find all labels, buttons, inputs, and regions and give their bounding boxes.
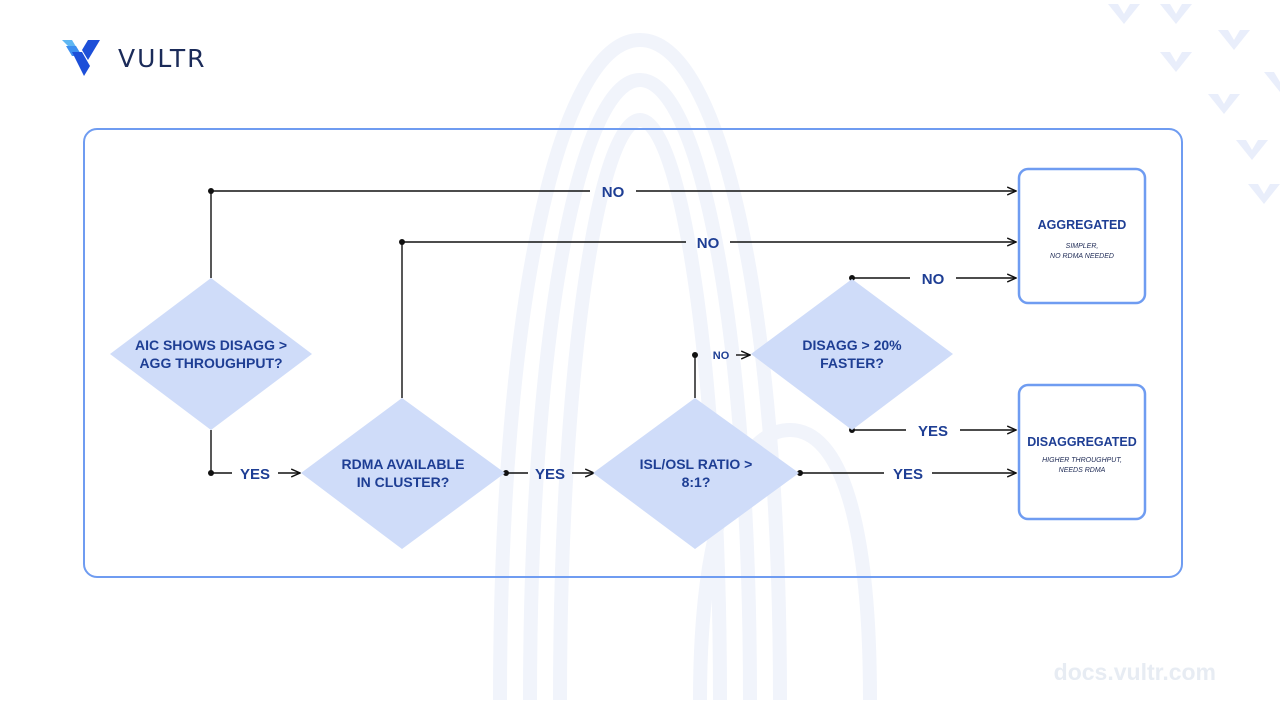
- aggregated-sub-line2: NO RDMA NEEDED: [1050, 253, 1114, 260]
- disaggregated-sub-line2: NEEDS RDMA: [1059, 467, 1106, 474]
- junction-dot: [503, 470, 509, 476]
- q4-text-line2: FASTER?: [820, 355, 884, 371]
- edge-q2-yes-label: YES: [535, 466, 565, 483]
- junction-dot: [849, 275, 855, 281]
- edge-q1-no-label: NO: [602, 184, 625, 201]
- junction-dot: [208, 470, 214, 476]
- junction-dot: [797, 470, 803, 476]
- disaggregated-sub-line1: HIGHER THROUGHPUT,: [1042, 457, 1122, 464]
- q2-text-line1: RDMA AVAILABLE: [342, 456, 465, 472]
- edge-q3-yes-label: YES: [893, 466, 923, 483]
- outcome-aggregated: AGGREGATED SIMPLER, NO RDMA NEEDED: [1017, 167, 1147, 305]
- aggregated-title: AGGREGATED: [1038, 218, 1127, 232]
- corner-chevrons-decoration: [1108, 4, 1280, 204]
- edge-q1-yes-label: YES: [240, 466, 270, 483]
- edge-q1-no-line-a: [210, 190, 590, 278]
- junction-dot: [692, 352, 698, 358]
- junction-dot: [208, 188, 214, 194]
- q1-text-line2: AGG THROUGHPUT?: [139, 355, 282, 371]
- decision-node-q3: ISL/OSL RATIO > 8:1?: [593, 398, 799, 549]
- q2-text-line2: IN CLUSTER?: [357, 474, 450, 490]
- decision-node-q4: DISAGG > 20% FASTER?: [751, 279, 953, 430]
- junction-dot: [399, 239, 405, 245]
- decision-node-q1: AIC SHOWS DISAGG > AGG THROUGHPUT?: [110, 278, 312, 430]
- outcome-disaggregated: DISAGGREGATED HIGHER THROUGHPUT, NEEDS R…: [1017, 383, 1147, 521]
- disaggregated-title: DISAGGREGATED: [1027, 435, 1137, 449]
- footer-url: docs.vultr.com: [1053, 659, 1216, 685]
- edge-q4-no-label: NO: [922, 271, 945, 288]
- edge-q1-yes-line-a: [210, 430, 232, 474]
- vultr-logo[interactable]: VULTR: [62, 40, 207, 76]
- q1-text-line1: AIC SHOWS DISAGG >: [135, 337, 287, 353]
- decision-node-q2: RDMA AVAILABLE IN CLUSTER?: [301, 398, 505, 549]
- edge-q2-no-label: NO: [697, 235, 720, 252]
- vultr-logo-icon: [62, 40, 100, 76]
- edge-q2-no-line-a: [401, 241, 686, 398]
- q3-text-line2: 8:1?: [682, 474, 711, 490]
- edge-q4-yes-label: YES: [918, 423, 948, 440]
- edge-q3-no-label: NO: [713, 350, 730, 362]
- brand-name: VULTR: [118, 43, 207, 73]
- q3-text-line1: ISL/OSL RATIO >: [640, 456, 753, 472]
- aggregated-sub-line1: SIMPLER,: [1066, 243, 1099, 250]
- q4-text-line1: DISAGG > 20%: [802, 337, 902, 353]
- diagram-frame: [83, 128, 1183, 578]
